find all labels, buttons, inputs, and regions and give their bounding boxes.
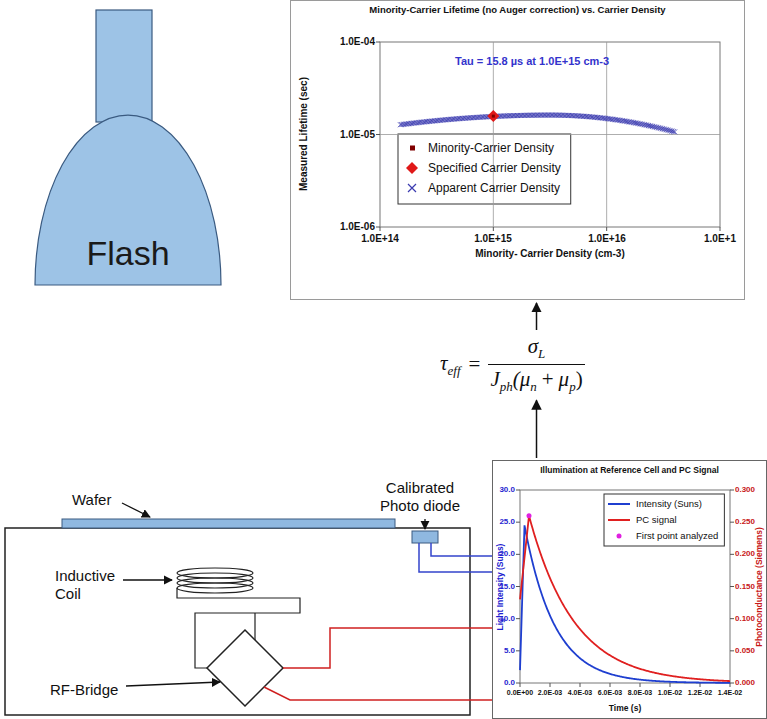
chart-panel (290, 0, 745, 300)
plot-area (380, 42, 720, 227)
photodiode-wire (419, 543, 492, 572)
legend-sample (410, 146, 415, 151)
legend-sample (608, 504, 630, 505)
rf-bridge-symbol (207, 630, 283, 706)
formula-symbol: ph (500, 379, 513, 394)
first-point-marker (527, 513, 532, 518)
tick-label: 0.250 (735, 517, 755, 527)
tick-label: 20.0 (499, 550, 515, 560)
tick-label: 1.0E+1 (704, 233, 736, 245)
chart-title: Minority-Carrier Lifetime (no Auger corr… (291, 4, 744, 15)
tick-label: 0.300 (735, 485, 755, 495)
axis-ticks (516, 490, 734, 687)
minority-density-marker (492, 115, 495, 118)
formula-symbol: n (530, 379, 537, 394)
tick-label: 1.0E+14 (361, 233, 399, 245)
formula-symbol: ) (576, 367, 583, 391)
signal-wire (264, 628, 492, 700)
axis-title: Minority- Carrier Density (cm-3) (475, 248, 624, 260)
wafer (62, 519, 395, 528)
illumination-chart: Illumination at Reference Cell and PC Si… (492, 460, 767, 719)
legend-label: Intensity (Suns) (636, 498, 702, 509)
tick-label: 25.0 (499, 517, 515, 527)
legend-sample (617, 534, 622, 539)
tick-label: 1.0E-02 (658, 689, 683, 697)
part-label: Calibrated Photo diode (373, 479, 468, 515)
grid-lines (380, 42, 720, 227)
formula-symbol: (μ (513, 367, 531, 391)
axis-ticks (376, 42, 720, 231)
formula-symbol: J (490, 367, 499, 391)
tick-label: 5.0 (504, 646, 515, 656)
tick-label: 2.0E-03 (538, 689, 563, 697)
chart-panel (492, 460, 767, 719)
tick-label: 0.200 (735, 550, 755, 560)
formula-symbol: τ (440, 351, 448, 375)
tick-label: 0.150 (735, 582, 755, 592)
flash-lamp: Flash (28, 8, 228, 293)
legend-box (604, 494, 724, 546)
tick-label: 0.0E+00 (507, 689, 533, 697)
tick-label: 6.0E-03 (598, 689, 623, 697)
legend-box (398, 134, 571, 204)
legend-label: PC signal (636, 514, 677, 525)
tick-label: 30.0 (499, 485, 515, 495)
axis-title: Photoconductance (Siemens) (754, 527, 764, 647)
formula-symbol: eff (448, 363, 461, 378)
formula-symbol: p (569, 379, 576, 394)
formula-symbol: + (542, 367, 554, 391)
annotation: Tau = 15.8 µs at 1.0E+15 cm-3 (455, 55, 609, 68)
fraction-bar (488, 364, 584, 365)
plot-area (520, 490, 730, 683)
formula-symbol: μ (559, 367, 570, 391)
formula-symbol: = (469, 352, 481, 377)
formula-symbol: σ (528, 334, 538, 358)
legend-label: Minority-Carrier Density (428, 141, 554, 155)
tick-label: 10.0 (499, 614, 515, 624)
tick-label: 0.100 (735, 614, 755, 624)
tick-label: 1.0E+15 (474, 233, 512, 245)
tick-label: 1.4E-02 (718, 689, 743, 697)
tick-label: 1.2E-02 (688, 689, 713, 697)
tick-label: 15.0 (499, 582, 515, 592)
lifetime-formula: τeff = σL Jph(μn +μp) (440, 334, 585, 395)
flow-arrow (536, 303, 538, 330)
axis-title: Measured Lifetime (sec) (298, 77, 310, 191)
legend-label: First point analyzed (636, 530, 718, 541)
legend-sample (408, 184, 416, 192)
tick-label: 1.0E+16 (588, 233, 626, 245)
tick-label: 1.0E-05 (340, 129, 375, 141)
legend-sample (406, 162, 418, 174)
part-label: RF-Bridge (50, 681, 118, 699)
tick-label: 0.000 (735, 678, 755, 688)
tick-label: 4.0E-03 (568, 689, 593, 697)
specified-density-marker (487, 110, 499, 122)
axis-title: Time (s) (609, 703, 641, 713)
tick-label: 1.0E-06 (340, 221, 375, 233)
leader-arrows (122, 503, 425, 686)
tick-label: 8.0E-03 (628, 689, 653, 697)
data-markers (398, 113, 677, 135)
apparent-density-marker (672, 129, 677, 134)
node-label: Flash (28, 234, 228, 273)
legend-sample (608, 520, 630, 521)
tick-label: 1.0E-04 (340, 36, 375, 48)
inductive-coil (177, 568, 253, 593)
legend-label: Specified Carrier Density (428, 161, 561, 175)
tick-label: 0.050 (735, 646, 755, 656)
intensity-curve (520, 525, 730, 682)
legend-label: Apparent Carrier Density (428, 181, 560, 195)
tick-label: 0.0 (504, 678, 515, 688)
flow-arrow (536, 400, 538, 458)
part-label: Inductive Coil (55, 567, 135, 603)
pc-signal-curve (520, 516, 730, 681)
photodiode (412, 531, 438, 543)
chart-title: Illumination at Reference Cell and PC Si… (493, 465, 766, 475)
part-label: Wafer (72, 491, 111, 509)
housing (5, 528, 470, 715)
formula-symbol: L (538, 346, 545, 361)
